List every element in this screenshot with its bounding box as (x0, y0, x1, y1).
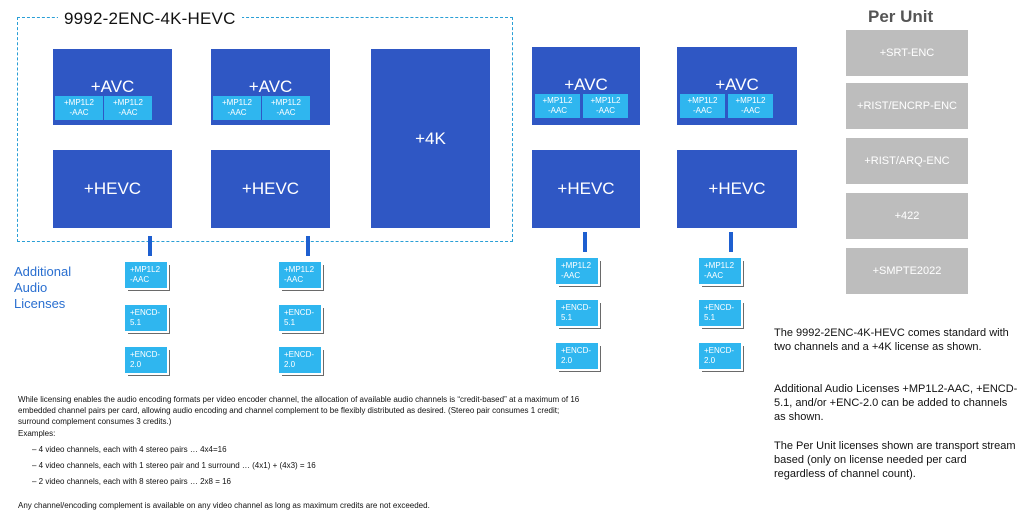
license-encd-5-1: +ENCD-5.1 (279, 305, 321, 331)
footer-note: Any channel/encoding complement is avail… (18, 501, 430, 510)
per-unit-rist-encrp-enc: +RIST/ENCRP-ENC (846, 83, 968, 129)
4k-block: +4K (371, 49, 490, 228)
examples-label: Examples: (18, 429, 56, 438)
license-encd-5-1: +ENCD-5.1 (556, 300, 598, 326)
sub-mp1l2-aac: +MP1L2-AAC (535, 94, 580, 118)
channel-4-avc-block: +AVC +MP1L2-AAC +MP1L2-AAC (677, 47, 797, 125)
sub-mp1l2-aac: +MP1L2-AAC (262, 96, 310, 120)
channel-3-avc-block: +AVC +MP1L2-AAC +MP1L2-AAC (532, 47, 640, 125)
standard-channels-frame (17, 17, 513, 242)
per-unit-422: +422 (846, 193, 968, 239)
per-unit-srt-enc: +SRT-ENC (846, 30, 968, 76)
license-encd-2-0: +ENCD-2.0 (125, 347, 167, 373)
sub-mp1l2-aac: +MP1L2-AAC (728, 94, 773, 118)
example-item: – 4 video channels, each with 1 stereo p… (32, 461, 316, 470)
channel-2-avc-block: +AVC +MP1L2-AAC +MP1L2-AAC (211, 49, 330, 125)
hevc-label: +HEVC (557, 179, 615, 198)
avc-label: +AVC (248, 77, 293, 96)
credit-explanation: While licensing enables the audio encodi… (18, 395, 580, 426)
example-item: – 4 video channels, each with 4 stereo p… (32, 445, 227, 454)
connector-bar (306, 236, 310, 256)
frame-title: 9992-2ENC-4K-HEVC (58, 9, 242, 29)
hevc-label: +HEVC (83, 179, 142, 198)
sub-mp1l2-aac: +MP1L2-AAC (104, 96, 152, 120)
license-mp1l2-aac: +MP1L2-AAC (556, 258, 598, 284)
note-standard: The 9992-2ENC-4K-HEVC comes standard wit… (774, 327, 1009, 353)
license-encd-2-0: +ENCD-2.0 (699, 343, 741, 369)
channel-4-hevc-block: +HEVC (677, 150, 797, 228)
hevc-label: +HEVC (708, 179, 766, 198)
channel-3-hevc-block: +HEVC (532, 150, 640, 228)
hevc-label: +HEVC (241, 179, 300, 198)
avc-label: +AVC (90, 77, 135, 96)
4k-label: +4K (415, 128, 446, 148)
license-encd-2-0: +ENCD-2.0 (279, 347, 321, 373)
sub-mp1l2-aac: +MP1L2-AAC (213, 96, 261, 120)
note-additional-audio: Additional Audio Licenses +MP1L2-AAC, +E… (774, 383, 1018, 423)
per-unit-heading: Per Unit (868, 7, 934, 26)
avc-label: +AVC (564, 75, 608, 94)
connector-bar (583, 232, 587, 252)
additional-audio-licenses-label: Additional Audio Licenses (14, 264, 72, 311)
sub-mp1l2-aac: +MP1L2-AAC (583, 94, 628, 118)
license-encd-5-1: +ENCD-5.1 (699, 300, 741, 326)
license-mp1l2-aac: +MP1L2-AAC (279, 262, 321, 288)
channel-1-hevc-block: +HEVC (53, 150, 172, 228)
note-per-unit: The Per Unit licenses shown are transpor… (774, 440, 1016, 480)
license-mp1l2-aac: +MP1L2-AAC (699, 258, 741, 284)
connector-bar (148, 236, 152, 256)
sub-mp1l2-aac: +MP1L2-AAC (680, 94, 725, 118)
channel-1-avc-block: +AVC +MP1L2-AAC +MP1L2-AAC (53, 49, 172, 125)
license-mp1l2-aac: +MP1L2-AAC (125, 262, 167, 288)
example-item: – 2 video channels, each with 8 stereo p… (32, 477, 232, 486)
sub-mp1l2-aac: +MP1L2-AAC (55, 96, 103, 120)
per-unit-rist-arq-enc: +RIST/ARQ-ENC (846, 138, 968, 184)
avc-label: +AVC (715, 75, 759, 94)
connector-bar (729, 232, 733, 252)
per-unit-smpte2022: +SMPTE2022 (846, 248, 968, 294)
license-encd-2-0: +ENCD-2.0 (556, 343, 598, 369)
license-encd-5-1: +ENCD-5.1 (125, 305, 167, 331)
channel-2-hevc-block: +HEVC (211, 150, 330, 228)
